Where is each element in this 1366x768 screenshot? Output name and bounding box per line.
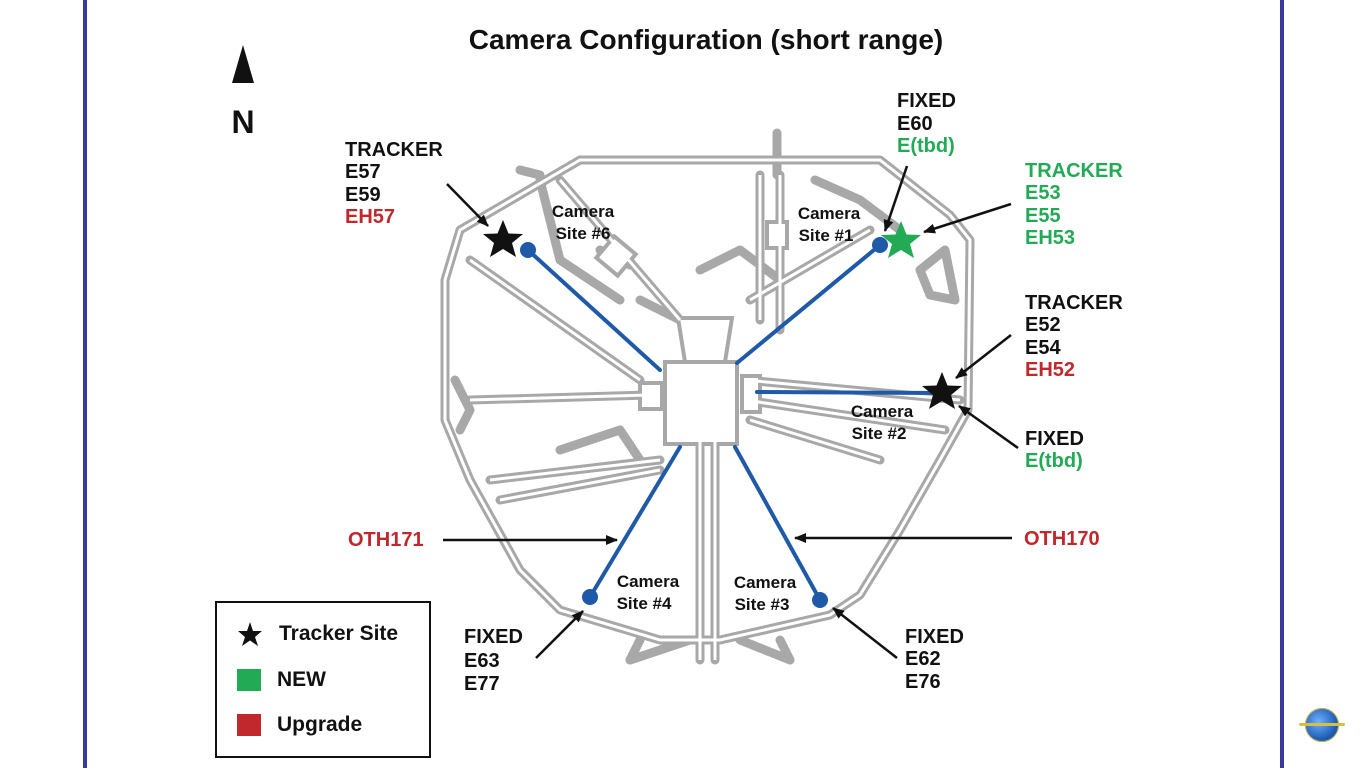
camera-site-3-line2: Site #3 bbox=[735, 595, 790, 614]
label-arrows bbox=[443, 165, 1019, 659]
ne-tracker-code-3: EH53 bbox=[1025, 227, 1075, 249]
nw-tracker-code-1: E57 bbox=[345, 161, 381, 183]
legend-row-upgrade: Upgrade bbox=[237, 713, 362, 737]
north-arrow-icon bbox=[232, 45, 254, 83]
camera-site-4-line2: Site #4 bbox=[617, 594, 672, 613]
camera-site-1-line1: Camera bbox=[798, 204, 861, 223]
se-fixed-code-1: E62 bbox=[905, 648, 941, 670]
legend-tracker-label: Tracker Site bbox=[279, 622, 399, 645]
camera-line-site4 bbox=[588, 445, 682, 599]
camera-line-site3 bbox=[733, 445, 822, 602]
n-fixed-new-code: E(tbd) bbox=[897, 135, 955, 157]
upgrade-swatch bbox=[237, 714, 261, 736]
camera-line-site1 bbox=[735, 243, 882, 365]
e-fixed-new-code: E(tbd) bbox=[1025, 450, 1083, 472]
frame-right-border bbox=[1280, 0, 1284, 768]
camera-line-site2 bbox=[755, 390, 942, 395]
camera-dot-site6 bbox=[520, 242, 536, 258]
ne-tracker-code-2: E55 bbox=[1025, 205, 1061, 227]
nw-tracker-code-2: E59 bbox=[345, 184, 381, 206]
camera-dot-site4 bbox=[582, 589, 598, 605]
camera-site-2-line1: Camera bbox=[851, 402, 914, 421]
nw-tracker-upgrade-code: EH57 bbox=[345, 206, 395, 228]
diagram-title: Camera Configuration (short range) bbox=[469, 24, 943, 55]
se-fixed-type: FIXED bbox=[905, 626, 964, 648]
camera-site-2-line2: Site #2 bbox=[852, 424, 907, 443]
camera-site-3-line1: Camera bbox=[734, 573, 797, 592]
se-fixed-code-2: E76 bbox=[905, 671, 941, 693]
legend-upgrade-label: Upgrade bbox=[277, 713, 363, 736]
sw-fixed-type: FIXED bbox=[464, 626, 523, 648]
n-fixed-code-1: E60 bbox=[897, 113, 933, 135]
ne-tracker-code-1: E53 bbox=[1025, 182, 1061, 204]
e-tracker-code-1: E52 bbox=[1025, 314, 1061, 336]
e-tracker-upgrade-code: EH52 bbox=[1025, 359, 1075, 381]
camera-site-6-line2: Site #6 bbox=[556, 224, 611, 243]
new-swatch bbox=[237, 669, 261, 691]
legend: Tracker Site NEW Upgrade bbox=[215, 601, 431, 758]
legend-new-label: NEW bbox=[277, 668, 326, 691]
frame-left-border bbox=[83, 0, 87, 768]
camera-site-6-line1: Camera bbox=[552, 202, 615, 221]
oth171-label: OTH171 bbox=[348, 529, 424, 551]
legend-row-new: NEW bbox=[237, 668, 326, 692]
camera-site-1-line2: Site #1 bbox=[799, 226, 854, 245]
ne-tracker-type: TRACKER bbox=[1025, 160, 1123, 182]
e-tracker-code-2: E54 bbox=[1025, 337, 1061, 359]
camera-dot-site3 bbox=[812, 592, 828, 608]
e-fixed-type: FIXED bbox=[1025, 428, 1084, 450]
sw-fixed-code-2: E77 bbox=[464, 673, 500, 695]
tracker-star-icon bbox=[238, 622, 262, 646]
sw-fixed-code-1: E63 bbox=[464, 650, 500, 672]
camera-site-dots bbox=[520, 237, 888, 608]
camera-site-4-line1: Camera bbox=[617, 572, 680, 591]
oth170-label: OTH170 bbox=[1024, 528, 1100, 550]
north-label: N bbox=[231, 104, 254, 140]
e-tracker-type: TRACKER bbox=[1025, 292, 1123, 314]
camera-line-site6 bbox=[526, 248, 662, 372]
tracker-star-icon-ne-new bbox=[881, 221, 921, 258]
central-building bbox=[593, 220, 789, 446]
tracker-star-icon-nw bbox=[483, 220, 523, 257]
globe-logo-icon bbox=[1299, 708, 1345, 742]
site-map-inner bbox=[443, 158, 972, 660]
camera-lines bbox=[526, 243, 942, 602]
n-fixed-type: FIXED bbox=[897, 90, 956, 112]
tracker-star-icon-e bbox=[922, 372, 962, 409]
camera-dot-site1 bbox=[872, 237, 888, 253]
nw-tracker-type: TRACKER bbox=[345, 139, 443, 161]
legend-row-tracker: Tracker Site bbox=[237, 621, 398, 647]
